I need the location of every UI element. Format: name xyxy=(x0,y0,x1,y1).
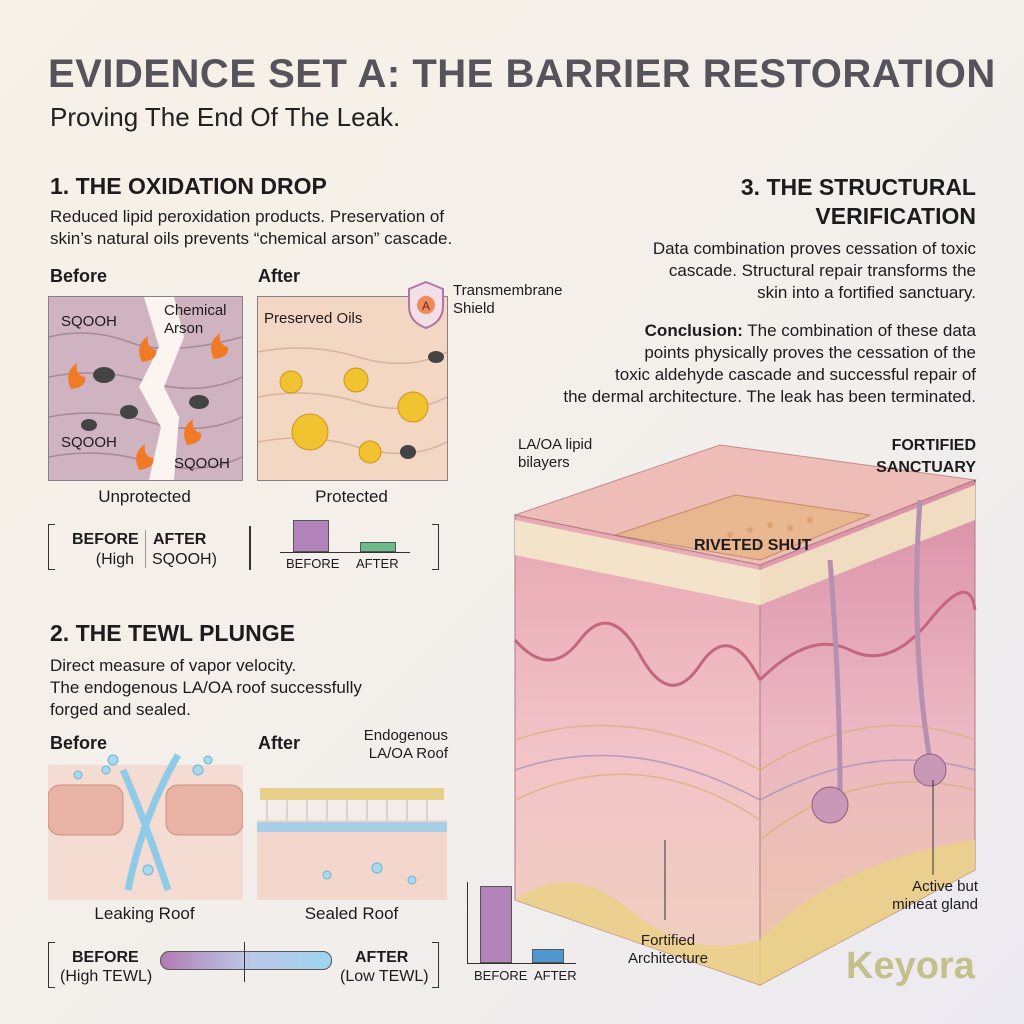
callout-text: bilayers xyxy=(518,454,570,471)
text-line: cascade. Structural repair transforms th… xyxy=(668,261,976,280)
legend-separator xyxy=(249,526,251,570)
shield-icon: A xyxy=(408,280,444,330)
callout-text: FORTIFIED xyxy=(891,437,976,454)
shield-text: Shield xyxy=(453,300,495,317)
bracket-left xyxy=(48,942,55,988)
sqooh-label: SQOOH xyxy=(61,434,117,451)
text-line: skin into a fortified sanctuary. xyxy=(757,283,976,302)
section2-text-line: forged and sealed. xyxy=(50,700,191,719)
section2-text-line: Direct measure of vapor velocity. xyxy=(50,656,297,675)
fortified-sanctuary-callout: FORTIFIED SANCTUARY xyxy=(876,435,976,479)
legend-before-sub: (High TEWL) xyxy=(60,968,153,985)
bar-before xyxy=(480,886,512,963)
callout-text: Active but xyxy=(912,878,978,895)
legend-after: AFTER xyxy=(153,531,207,548)
section1-text-line: Reduced lipid peroxidation products. Pre… xyxy=(50,207,445,226)
oxidation-bar-chart xyxy=(280,516,410,553)
conclusion-line: points physically proves the cessation o… xyxy=(644,343,976,362)
legend-before: BEFORE xyxy=(72,949,139,966)
gradient-marker xyxy=(244,942,245,982)
section1-heading: 1. THE OXIDATION DROP xyxy=(50,173,327,199)
bar-after xyxy=(532,949,564,963)
legend-before-sub: (High xyxy=(95,551,134,568)
bar-before xyxy=(293,520,329,552)
section1-text: Reduced lipid peroxidation products. Pre… xyxy=(50,206,452,250)
callout-text: Fortified xyxy=(640,932,696,949)
bar-after xyxy=(360,542,396,552)
callout-text: SANCTUARY xyxy=(876,459,976,476)
chemical-text: Chemical xyxy=(164,302,227,319)
section2-before-label: Before xyxy=(50,733,108,753)
arson-text: Arson xyxy=(164,320,204,337)
section2-text: Direct measure of vapor velocity. The en… xyxy=(50,655,362,721)
conclusion-label: Conclusion: xyxy=(644,321,743,340)
tewl-gradient-bar xyxy=(160,951,332,970)
leaking-roof-caption: Leaking Roof xyxy=(94,904,195,923)
roof-text: Endogenous xyxy=(363,727,448,744)
conclusion-text: Conclusion: The combination of these dat… xyxy=(563,320,976,408)
bracket-left xyxy=(48,524,55,570)
text-line: Data combination proves cessation of tox… xyxy=(652,239,976,258)
section2-text-line: The endogenous LA/OA roof successfully xyxy=(50,678,362,697)
callout-text: Architecture xyxy=(627,950,709,967)
conclusion-line: the dermal architecture. The leak has be… xyxy=(563,387,976,406)
bar-label-after: AFTER xyxy=(356,556,399,571)
section3-text: Data combination proves cessation of tox… xyxy=(653,238,976,304)
transmembrane-text: Transmembrane xyxy=(453,282,563,299)
legend-before: BEFORE xyxy=(72,531,139,548)
callout-text: mineat gland xyxy=(892,896,978,913)
bracket-right xyxy=(432,942,439,988)
sealed-roof-caption: Sealed Roof xyxy=(304,904,399,923)
sqooh-label: SQOOH xyxy=(174,455,230,472)
section2-heading: 2. THE TEWL PLUNGE xyxy=(50,620,295,646)
roof-text: LA/OA Roof xyxy=(368,745,448,762)
section1-after-label: After xyxy=(258,266,301,286)
protected-skin-graphic xyxy=(258,347,447,464)
section3-heading: 3. THE STRUCTURAL VERIFICATION xyxy=(741,173,976,231)
conclusion-line: toxic aldehyde cascade and successful re… xyxy=(615,365,976,384)
shield-letter: A xyxy=(422,299,430,313)
preserved-oils-label: Preserved Oils xyxy=(264,310,363,327)
oxidized-skin-graphic xyxy=(49,297,242,480)
sealed-roof-illustration xyxy=(257,788,447,900)
conclusion-text-part: The combination of these data xyxy=(742,321,976,340)
legend-after-sub: SQOOH) xyxy=(152,551,217,568)
legend-after: AFTER xyxy=(355,949,409,966)
skin-cross-section-cube xyxy=(513,444,977,986)
tewl-bar-chart xyxy=(467,882,576,964)
callout-text: LA/OA lipid xyxy=(518,436,593,453)
legend-after-sub: (Low TEWL) xyxy=(340,968,429,985)
unprotected-caption: Unprotected xyxy=(98,487,191,506)
keyora-logo: Keyora xyxy=(846,945,975,987)
bar-label-before: BEFORE xyxy=(286,556,340,571)
bar-label-before: BEFORE xyxy=(474,968,528,983)
legend-divider xyxy=(145,530,146,568)
bracket-right xyxy=(432,524,439,570)
section1-text-line: skin’s natural oils prevents “chemical a… xyxy=(50,229,453,248)
protected-skin-illustration: Preserved Oils xyxy=(257,296,448,481)
page-subtitle: Proving The End Of The Leak. xyxy=(50,102,401,132)
riveted-shut-label: RIVETED SHUT xyxy=(694,537,812,554)
heading-line: VERIFICATION xyxy=(815,203,976,229)
page-title: EVIDENCE SET A: THE BARRIER RESTORATION xyxy=(48,52,996,96)
bar-label-after: AFTER xyxy=(534,968,577,983)
heading-line: 3. THE STRUCTURAL xyxy=(740,174,976,200)
leaking-roof-illustration xyxy=(48,753,243,900)
section1-before-label: Before xyxy=(50,266,108,286)
conclusion-line: Conclusion: The combination of these dat… xyxy=(563,320,976,342)
protected-caption: Protected xyxy=(315,487,388,506)
sqooh-label: SQOOH xyxy=(61,313,117,330)
section2-after-label: After xyxy=(258,733,301,753)
